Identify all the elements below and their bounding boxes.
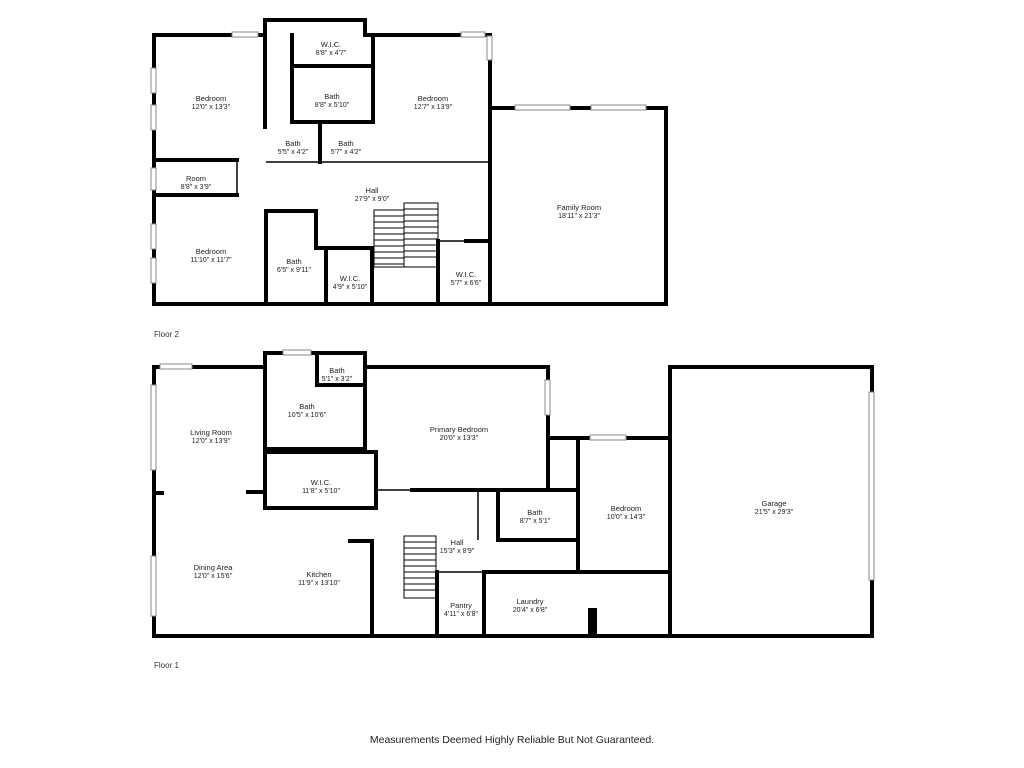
room-name: Bath <box>299 402 314 411</box>
room-dimensions: 11'9" x 13'10" <box>298 580 340 587</box>
room-name: W.I.C. <box>311 478 331 487</box>
floor-1-label: Floor 1 <box>154 661 179 670</box>
floor-1-thin-walls <box>376 489 484 573</box>
room-name: Bath <box>338 139 353 148</box>
room-name: Room <box>186 174 206 183</box>
room-name: Bath <box>285 139 300 148</box>
room-dimensions: 4'9" x 5'10" <box>333 284 368 291</box>
room-name: W.I.C. <box>340 274 360 283</box>
room-label: W.I.C.11'8" x 5'10" <box>302 478 340 495</box>
room-name: Bedroom <box>418 94 448 103</box>
floor-1-windows <box>150 349 875 617</box>
room-dimensions: 12'0" x 15'6" <box>194 573 233 580</box>
room-dimensions: 5'7" x 6'6" <box>451 280 482 287</box>
room-dimensions: 8'8" x 4'7" <box>316 50 347 57</box>
room-name: Hall <box>366 186 379 195</box>
room-name: Bedroom <box>196 94 226 103</box>
room-dimensions: 8'7" x 5'1" <box>520 518 551 525</box>
room-dimensions: 12'0" x 13'9" <box>192 438 231 445</box>
room-dimensions: 18'11" x 21'3" <box>558 213 600 220</box>
disclaimer-text: Measurements Deemed Highly Reliable But … <box>369 734 655 746</box>
room-label: W.I.C.5'7" x 6'6" <box>451 270 482 287</box>
room-dimensions: 20'4" x 6'8" <box>513 607 548 614</box>
room-dimensions: 20'0" x 13'3" <box>440 435 479 442</box>
floor-2-label: Floor 2 <box>154 330 179 339</box>
room-label: W.I.C.8'8" x 4'7" <box>316 40 347 57</box>
room-dimensions: 4'11" x 6'8" <box>444 611 478 618</box>
room-dimensions: 5'5" x 4'2" <box>278 149 309 156</box>
room-label: W.I.C.4'9" x 5'10" <box>333 274 368 291</box>
floor-1-stairs <box>403 535 437 599</box>
room-name: Hall <box>451 538 464 547</box>
room-name: Dining Area <box>194 563 234 572</box>
room-name: Bath <box>527 508 542 517</box>
floor-2-walls <box>152 18 668 306</box>
laundry-appliance <box>588 608 597 634</box>
room-dimensions: 27'9" x 9'0" <box>355 196 390 203</box>
room-name: W.I.C. <box>321 40 341 49</box>
room-dimensions: 15'3" x 8'9" <box>440 548 475 555</box>
room-dimensions: 11'10" x 11'7" <box>190 257 232 264</box>
room-name: Primary Bedroom <box>430 425 488 434</box>
room-name: Family Room <box>557 203 601 212</box>
room-name: Bath <box>329 366 344 375</box>
room-dimensions: 12'7" x 13'9" <box>414 104 453 111</box>
room-dimensions: 10'5" x 10'6" <box>288 412 327 419</box>
floor-2-stairs <box>373 202 439 268</box>
floor-1-plan: Floor 1 <box>150 349 875 670</box>
room-name: Kitchen <box>306 570 331 579</box>
room-name: Bath <box>324 92 339 101</box>
floor-2-thin-walls <box>236 160 490 242</box>
room-name: Bath <box>286 257 301 266</box>
floor-2-plan: Floor 2 <box>150 18 668 339</box>
room-dimensions: 5'7" x 4'2" <box>331 149 362 156</box>
room-name: W.I.C. <box>456 270 476 279</box>
room-dimensions: 12'0" x 13'3" <box>192 104 231 111</box>
room-name: Bedroom <box>611 504 641 513</box>
room-dimensions: 5'1" x 3'2" <box>322 376 353 383</box>
room-dimensions: 8'8" x 3'9" <box>181 184 212 191</box>
room-name: Bedroom <box>196 247 226 256</box>
room-dimensions: 11'8" x 5'10" <box>302 488 340 495</box>
room-dimensions: 8'8" x 5'10" <box>315 102 350 109</box>
room-name: Garage <box>761 499 786 508</box>
floor-2-windows <box>150 31 647 284</box>
room-dimensions: 6'5" x 9'11" <box>277 267 311 274</box>
floor-1-walls <box>152 351 874 638</box>
room-dimensions: 10'0" x 14'3" <box>607 514 646 521</box>
room-name: Living Room <box>190 428 232 437</box>
room-name: Pantry <box>450 601 472 610</box>
room-dimensions: 21'5" x 29'3" <box>755 509 794 516</box>
room-name: Laundry <box>516 597 543 606</box>
